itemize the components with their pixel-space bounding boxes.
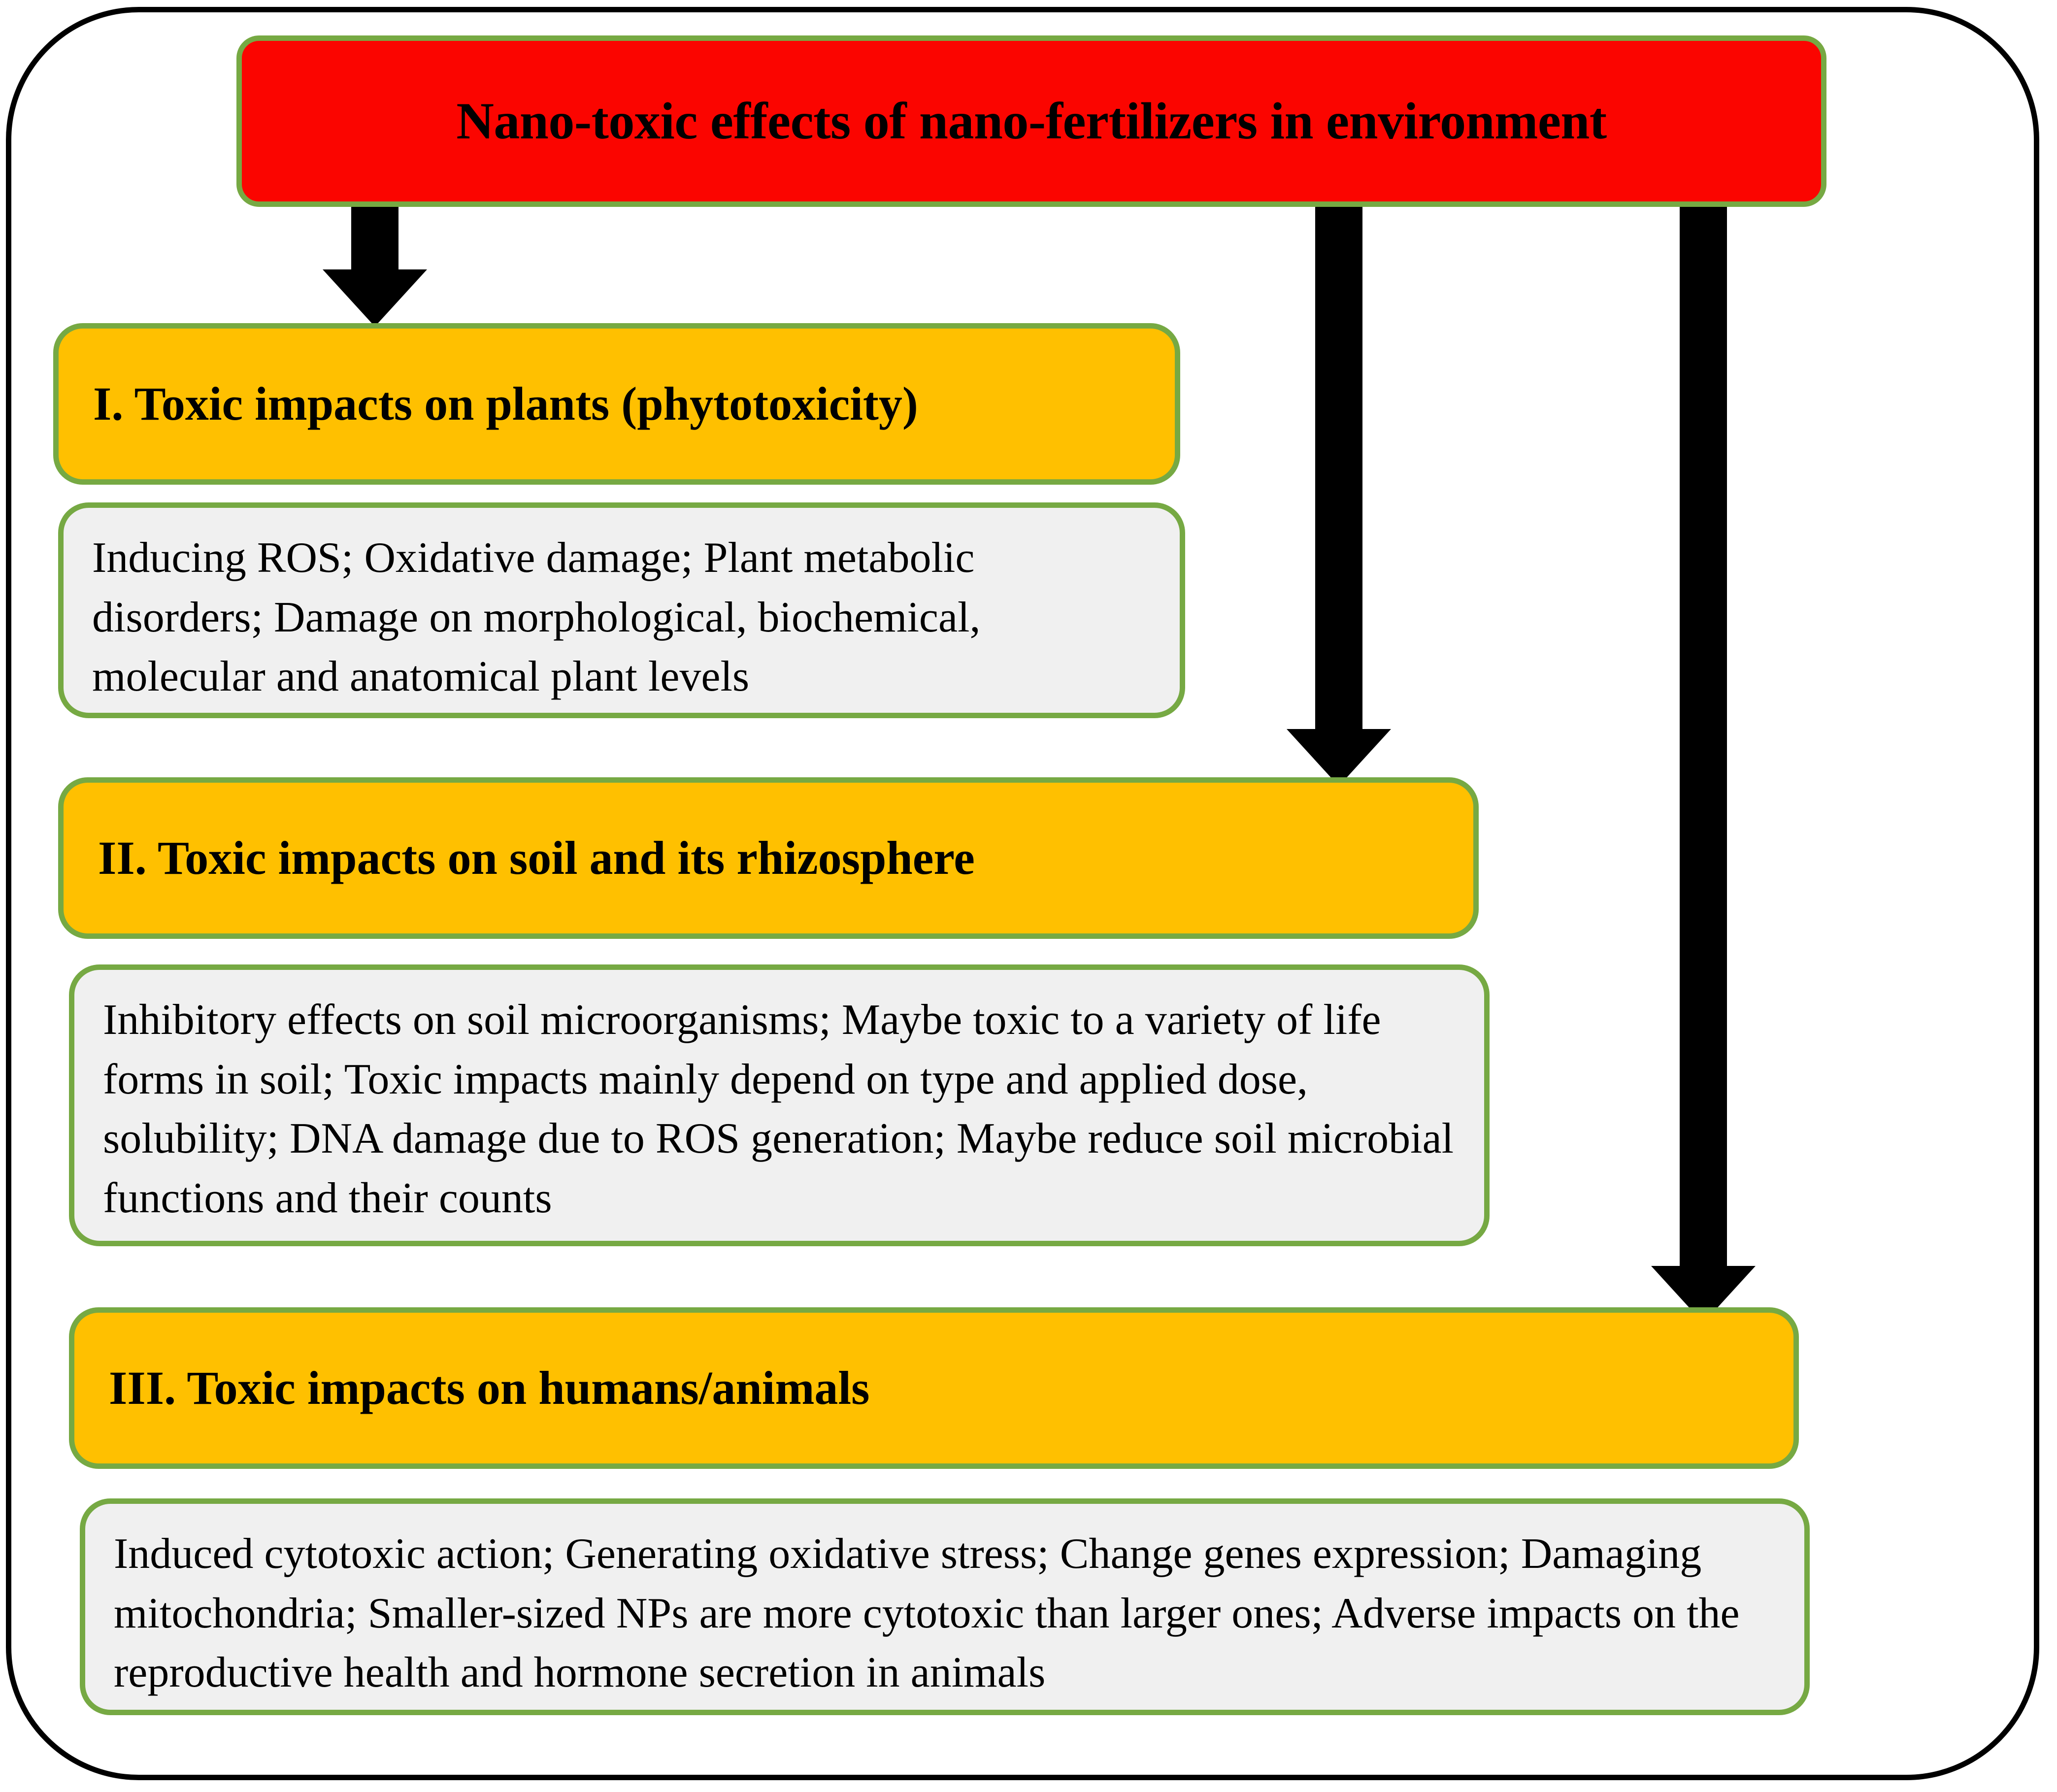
section-2-heading-box: II. Toxic impacts on soil and its rhizos…: [58, 777, 1479, 939]
diagram-title-text: Nano-toxic effects of nano-fertilizers i…: [456, 92, 1607, 150]
section-3-heading-box: III. Toxic impacts on humans/animals: [69, 1307, 1799, 1469]
section-1-detail-text: Inducing ROS; Oxidative damage; Plant me…: [92, 534, 981, 701]
section-2-detail-text: Inhibitory effects on soil microorganism…: [103, 996, 1454, 1222]
arrow-title-to-section-1-icon: [323, 206, 427, 327]
outer-rounded-frame: [6, 7, 2039, 1780]
section-2-detail-box: Inhibitory effects on soil microorganism…: [69, 964, 1490, 1246]
section-1-detail-box: Inducing ROS; Oxidative damage; Plant me…: [58, 502, 1185, 718]
section-3-detail-text: Induced cytotoxic action; Generating oxi…: [114, 1530, 1740, 1697]
section-1-heading-text: I. Toxic impacts on plants (phytotoxicit…: [93, 377, 918, 431]
arrow-title-to-section-2-icon: [1287, 206, 1391, 786]
section-3-heading-text: III. Toxic impacts on humans/animals: [109, 1361, 870, 1415]
diagram-title-box: Nano-toxic effects of nano-fertilizers i…: [236, 35, 1826, 207]
section-2-heading-text: II. Toxic impacts on soil and its rhizos…: [98, 831, 975, 885]
section-1-heading-box: I. Toxic impacts on plants (phytotoxicit…: [53, 323, 1180, 485]
arrow-title-to-section-3-icon: [1651, 206, 1756, 1323]
section-3-detail-box: Induced cytotoxic action; Generating oxi…: [80, 1498, 1810, 1715]
